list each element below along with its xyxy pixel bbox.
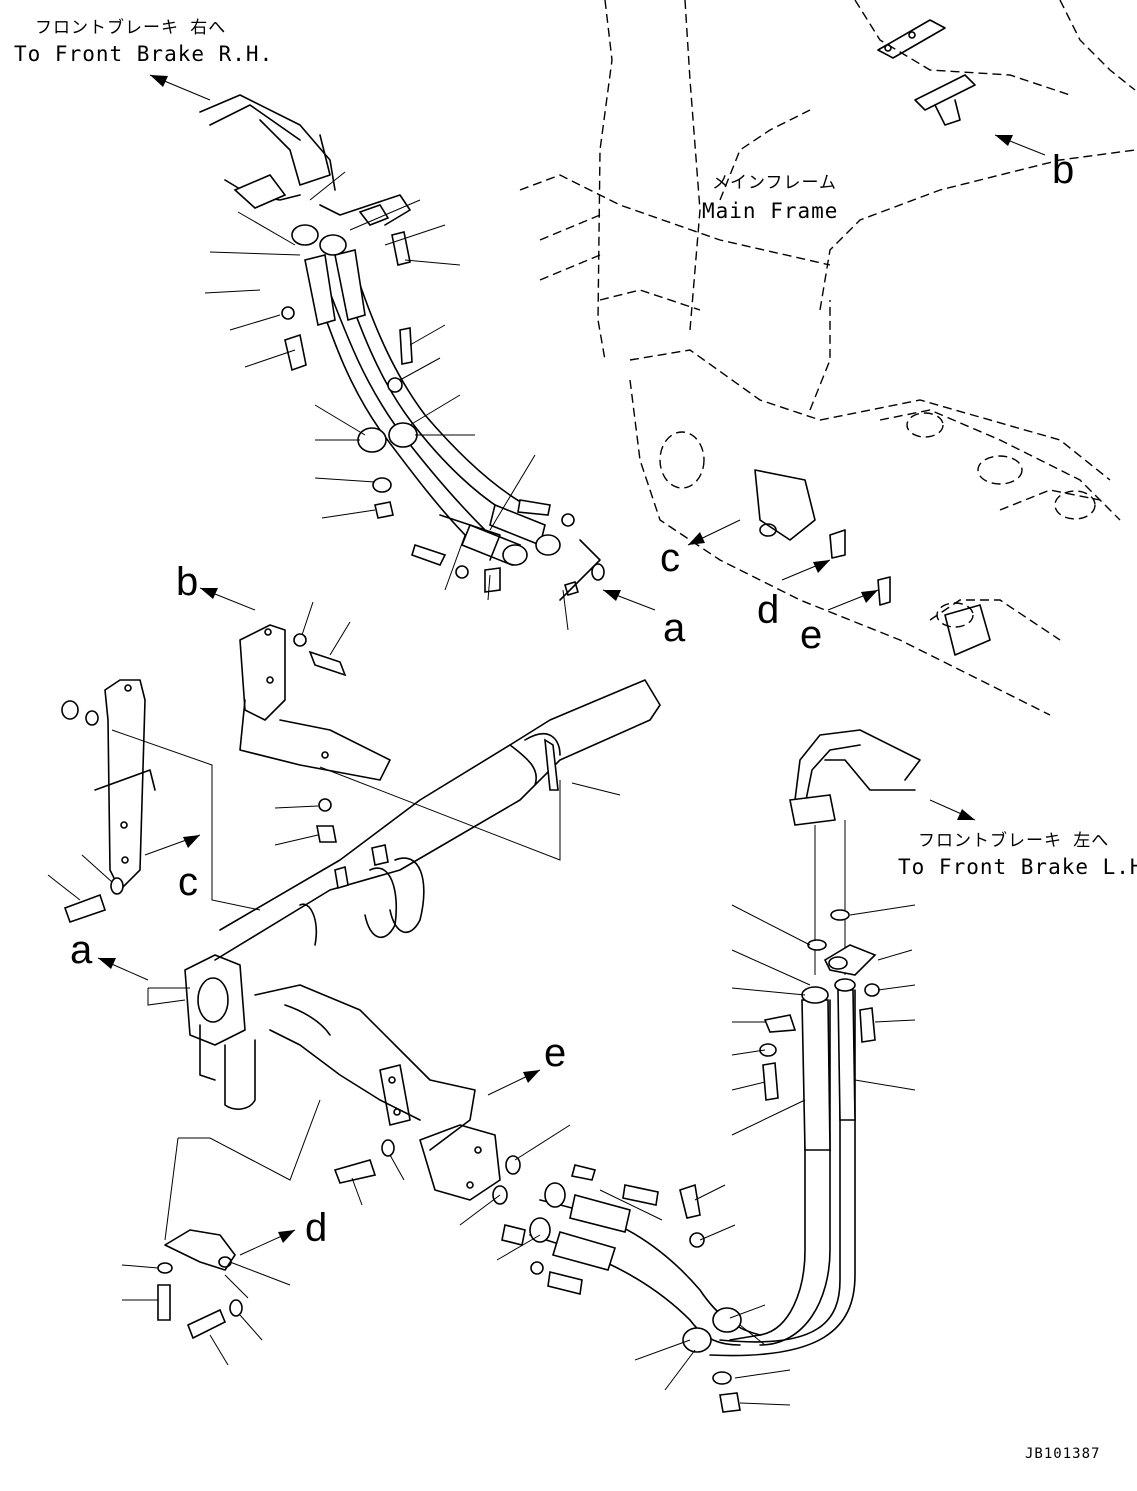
drawing-code: JB101387 <box>1025 1446 1101 1462</box>
front-brake-lh-jp-label: フロントブレーキ 左へ <box>918 831 1110 851</box>
ref-letter-a-upper: a <box>663 606 686 650</box>
ref-letter-e-upper: e <box>800 613 823 657</box>
ref-letter-d-lower: d <box>305 1206 328 1250</box>
frame-lug-plates <box>754 19 991 656</box>
main-frame-en-label: Main Frame <box>702 199 839 223</box>
ref-letter-b-lower: b <box>176 560 199 604</box>
ref-letter-c-lower: c <box>178 860 198 904</box>
front-brake-rh-en-label: To Front Brake R.H. <box>14 42 274 66</box>
main-frame-jp-label: メインフレーム <box>712 173 837 193</box>
ref-letter-c-upper: c <box>660 536 680 580</box>
ref-letter-e-lower: e <box>544 1031 567 1075</box>
front-brake-rh-jp-label: フロントブレーキ 右へ <box>35 18 227 38</box>
main-frame-outline <box>519 0 1136 716</box>
upper-leader-lines <box>204 171 569 631</box>
ref-letter-b-upper: b <box>1052 148 1075 192</box>
axle-assembly <box>94 624 661 1271</box>
lower-hose-leader-lines <box>459 904 916 1406</box>
axle-leader-lines <box>47 601 621 1366</box>
reference-arrows <box>97 74 1046 1256</box>
upper-hose-assembly <box>199 94 605 601</box>
axle-hardware <box>61 633 559 1340</box>
ref-letter-a-lower: a <box>70 928 93 972</box>
ref-letter-d-upper: d <box>757 588 780 632</box>
front-brake-lh-en-label: To Front Brake L.H. <box>898 855 1137 879</box>
